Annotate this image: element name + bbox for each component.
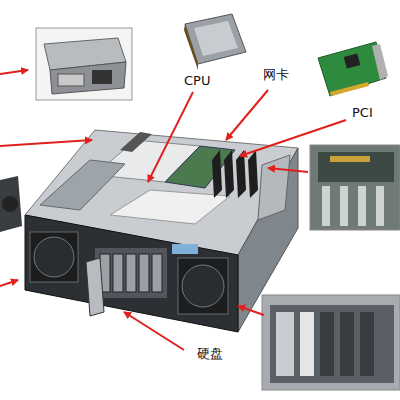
cpu-picture xyxy=(184,14,246,70)
part-label: CPU xyxy=(183,74,211,88)
part-label: 网卡 xyxy=(262,68,290,82)
part-label: PCI xyxy=(351,106,374,120)
fan-module-picture xyxy=(0,176,22,232)
leader-arrows xyxy=(0,70,346,350)
network-card-picture xyxy=(318,42,388,96)
power-supply-picture xyxy=(36,28,132,100)
pci-slot-photo xyxy=(310,145,400,230)
server-chassis xyxy=(25,130,298,332)
drive-bay-photo xyxy=(262,295,400,390)
part-label: 硬盘 xyxy=(196,347,224,361)
